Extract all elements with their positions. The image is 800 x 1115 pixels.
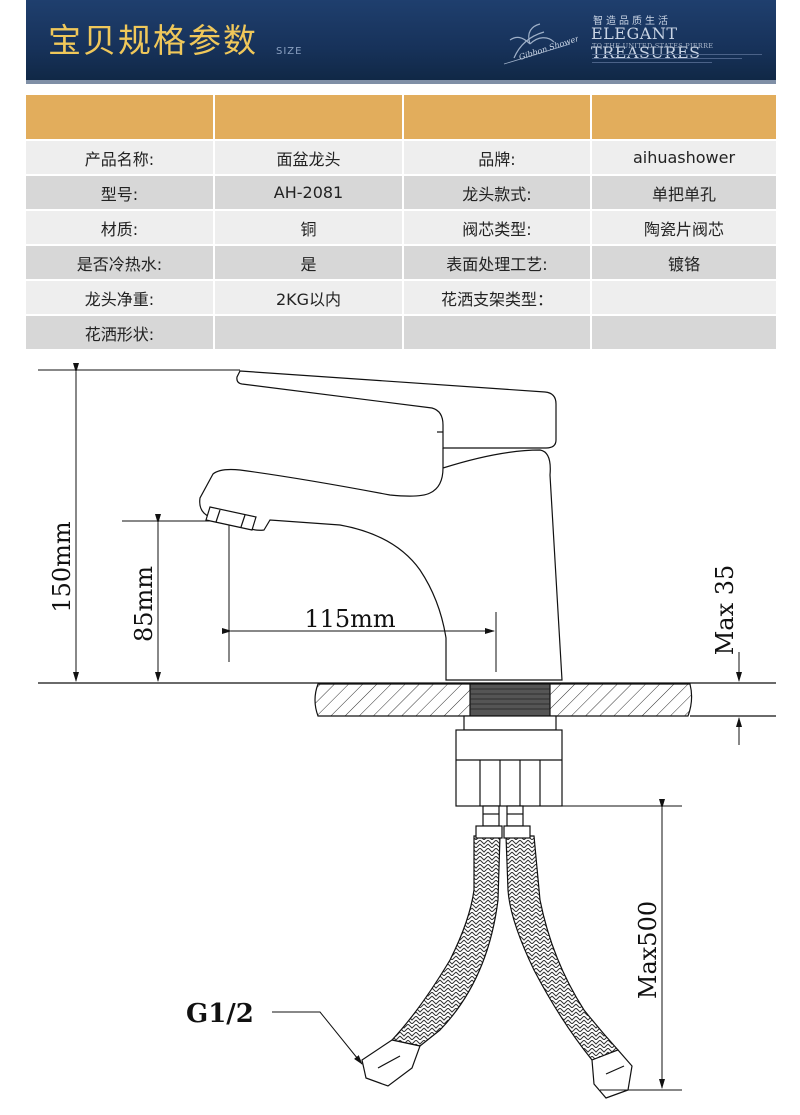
page-title: 宝贝规格参数 bbox=[48, 21, 258, 60]
size-subtitle: SIZE bbox=[276, 46, 303, 57]
header-cell bbox=[215, 95, 404, 141]
lock-nut bbox=[455, 729, 563, 807]
header-banner: 宝贝规格参数 SIZE Gibbon Shower 智造品质生活 ELEGANT… bbox=[26, 0, 776, 84]
spec-label: 阀芯类型: bbox=[404, 211, 592, 246]
dim-total-height: 150mm bbox=[48, 521, 76, 613]
spec-label bbox=[404, 316, 592, 351]
spec-label: 材质: bbox=[26, 211, 215, 246]
hose-right bbox=[505, 835, 620, 1061]
spec-value: 单把单孔 bbox=[592, 176, 776, 211]
faucet-handle bbox=[236, 370, 557, 449]
spec-label: 花洒形状: bbox=[26, 316, 215, 351]
table-row: 材质: 铜 阀芯类型: 陶瓷片阀芯 bbox=[26, 211, 776, 246]
slogan-sub: TO THE UNITED STATES PIERRE bbox=[592, 42, 714, 50]
faucet-technical-drawing: 150mm 85mm 115mm Max 35 Max500 G1/2 bbox=[38, 363, 776, 1099]
spec-value bbox=[592, 316, 776, 351]
spec-value: 铜 bbox=[215, 211, 404, 246]
decorative-line bbox=[592, 58, 742, 59]
spec-value: 镀铬 bbox=[592, 246, 776, 281]
slogan-en: ELEGANT TREASURES bbox=[591, 24, 701, 62]
spec-value: 陶瓷片阀芯 bbox=[592, 211, 776, 246]
spec-value: 是 bbox=[215, 246, 404, 281]
hose-left bbox=[390, 835, 501, 1047]
header-cell bbox=[26, 95, 215, 141]
table-row: 龙头净重: 2KG以内 花洒支架类型： bbox=[26, 281, 776, 316]
spec-value: 面盆龙头 bbox=[215, 141, 404, 176]
spec-label: 龙头净重: bbox=[26, 281, 215, 316]
spec-value bbox=[215, 316, 404, 351]
spec-label: 品牌: bbox=[404, 141, 592, 176]
slogan-cn: 智造品质生活 bbox=[593, 16, 671, 27]
spec-label: 型号: bbox=[26, 176, 215, 211]
dim-spout-height: 85mm bbox=[130, 566, 158, 642]
hose-nut-left bbox=[361, 1039, 421, 1087]
spec-value: AH-2081 bbox=[215, 176, 404, 211]
spec-value: aihuashower bbox=[592, 141, 776, 176]
spec-table: 产品名称: 面盆龙头 品牌: aihuashower 型号: AH-2081 龙… bbox=[26, 95, 776, 351]
thread-label: G1/2 bbox=[186, 999, 254, 1029]
decorative-line bbox=[592, 54, 762, 55]
table-row: 产品名称: 面盆龙头 品牌: aihuashower bbox=[26, 141, 776, 176]
dim-deck-thickness: Max 35 bbox=[711, 565, 739, 656]
spec-label: 龙头款式: bbox=[404, 176, 592, 211]
spec-label: 表面处理工艺: bbox=[404, 246, 592, 281]
table-row: 花洒形状: bbox=[26, 316, 776, 351]
brand-logo: Gibbon Shower bbox=[503, 23, 578, 65]
dim-reach: 115mm bbox=[304, 605, 396, 633]
header-cell bbox=[404, 95, 592, 141]
header-cell bbox=[592, 95, 776, 141]
washer bbox=[463, 715, 557, 731]
table-row: 是否冷热水: 是 表面处理工艺: 镀铬 bbox=[26, 246, 776, 281]
spec-value: 2KG以内 bbox=[215, 281, 404, 316]
spec-label: 是否冷热水: bbox=[26, 246, 215, 281]
dim-hose-length: Max500 bbox=[634, 901, 662, 999]
table-header-row bbox=[26, 95, 776, 141]
decorative-line bbox=[592, 62, 712, 63]
table-row: 型号: AH-2081 龙头款式: 单把单孔 bbox=[26, 176, 776, 211]
spec-label: 花洒支架类型： bbox=[404, 281, 592, 316]
spec-value bbox=[592, 281, 776, 316]
spec-label: 产品名称: bbox=[26, 141, 215, 176]
hose-nut-right bbox=[591, 1049, 633, 1099]
faucet-body bbox=[199, 448, 563, 681]
